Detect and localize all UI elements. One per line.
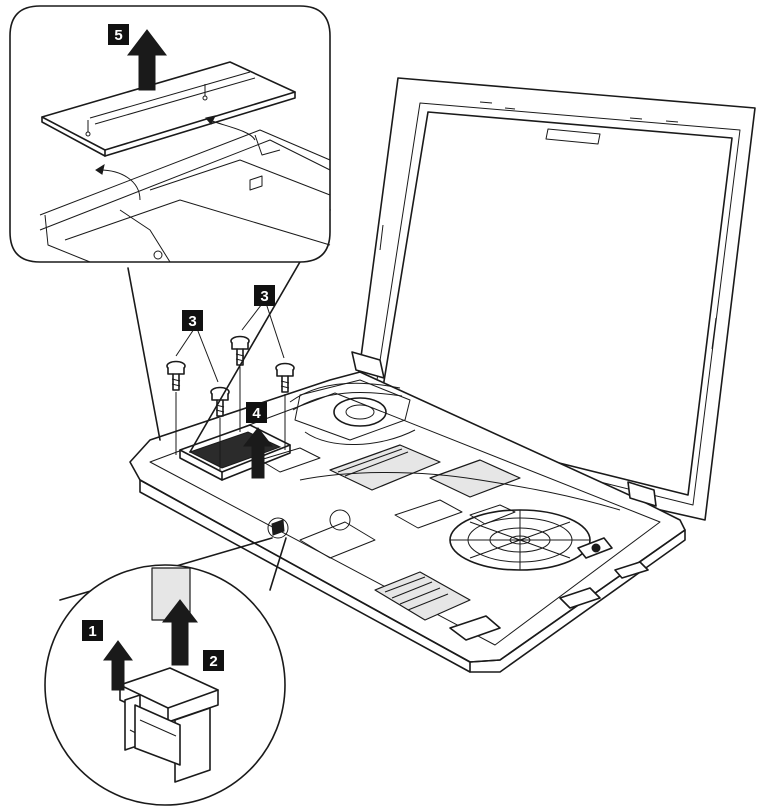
up-arrow-icon: [103, 640, 133, 691]
step-number: 4: [252, 405, 261, 422]
screws: [166, 299, 295, 470]
laptop-display: [349, 77, 756, 521]
screw-icon: [210, 386, 230, 470]
magnifier-bottom: [44, 517, 289, 806]
step-number: 5: [114, 27, 122, 44]
screw-icon: [166, 360, 186, 455]
connector-latch: [119, 667, 219, 783]
step-number: 3: [188, 313, 196, 330]
internal-components: [259, 379, 649, 641]
up-arrow-icon: [161, 599, 199, 666]
up-arrow-icon: [126, 29, 168, 91]
step-label-1: 1: [82, 620, 103, 641]
step-label-3b: 3: [182, 310, 203, 331]
screw-icon: [230, 335, 250, 432]
step-number: 1: [88, 623, 96, 640]
step-label-2: 2: [203, 650, 224, 671]
step-label-3a: 3: [254, 285, 275, 306]
card-lifted: [41, 61, 296, 157]
up-arrow-icon: [242, 427, 274, 479]
magnifier-top: [9, 5, 331, 453]
step-number: 2: [209, 653, 217, 670]
screw-icon: [275, 362, 295, 450]
step-label-4: 4: [246, 402, 267, 423]
step-number: 3: [260, 288, 268, 305]
step-label-5: 5: [108, 24, 129, 45]
